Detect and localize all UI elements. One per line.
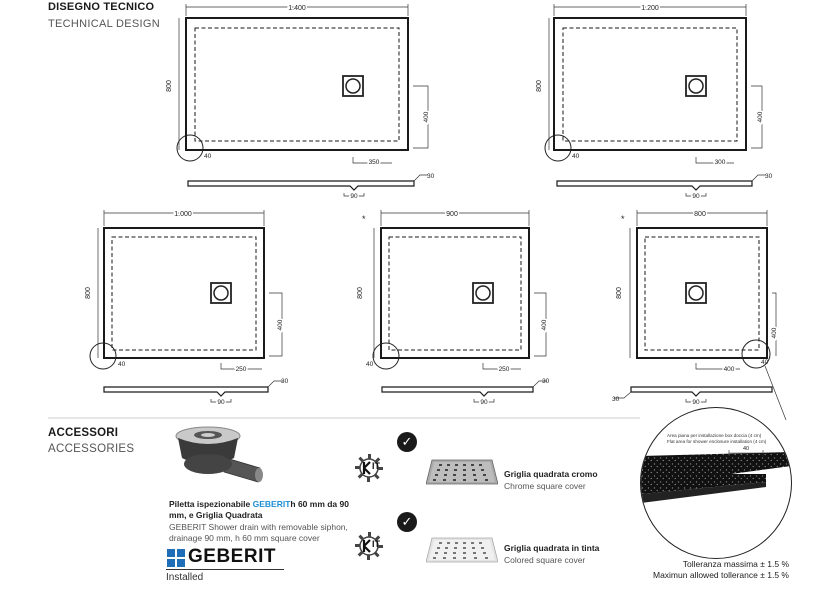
svg-text:800: 800 <box>357 287 364 299</box>
kit-icon: IT <box>354 531 384 561</box>
detail-zoom: Area piana per installazione box doccia … <box>640 407 792 559</box>
svg-text:30: 30 <box>612 396 620 403</box>
svg-text:*: * <box>362 214 366 224</box>
svg-text:250: 250 <box>236 366 247 373</box>
svg-text:30: 30 <box>542 378 550 385</box>
drawing-800: * 800 800 40 400 400 30 90 <box>612 210 787 420</box>
svg-text:30: 30 <box>427 173 435 180</box>
drain-product-image <box>175 426 263 483</box>
section-subtitle-accessories: ACCESSORIES <box>48 443 135 455</box>
dim-height: 800 <box>166 80 173 92</box>
svg-text:90: 90 <box>217 399 225 406</box>
svg-text:800: 800 <box>536 80 543 92</box>
colored-cover-image <box>426 537 498 563</box>
dim-width: 1.400 <box>288 5 306 12</box>
section-title-accessories: ACCESSORI <box>48 427 119 439</box>
svg-text:400: 400 <box>277 319 284 330</box>
svg-text:800: 800 <box>85 287 92 299</box>
svg-text:30: 30 <box>281 378 289 385</box>
geberit-logo-icon <box>167 549 185 567</box>
svg-text:300: 300 <box>715 159 726 166</box>
svg-text:400: 400 <box>757 111 764 122</box>
chrome-cover-image <box>426 459 498 485</box>
svg-text:400: 400 <box>724 366 735 373</box>
svg-text:40: 40 <box>366 361 374 368</box>
svg-text:40: 40 <box>118 361 126 368</box>
geberit-inline-brand: GEBERIT <box>252 499 291 509</box>
chrome-cover-title: Griglia quadrata cromo <box>504 469 598 479</box>
kit-icon: IT <box>354 453 384 483</box>
installed-label: Installed <box>166 572 204 583</box>
svg-text:800: 800 <box>694 211 706 218</box>
svg-text:90: 90 <box>350 193 358 200</box>
geberit-logo: GEBERIT <box>166 546 284 568</box>
svg-text:900: 900 <box>446 211 458 218</box>
svg-text:400: 400 <box>541 319 548 330</box>
colored-cover-title: Griglia quadrata in tinta <box>504 543 600 553</box>
drawing-1000: 1.000 800 40 250 400 30 90 <box>85 210 289 408</box>
svg-text:*: * <box>621 214 625 224</box>
check-icon: ✓ <box>397 512 417 532</box>
tolerance-note: Tolleranza massima ± 1.5 %Maximun allowe… <box>652 559 789 580</box>
svg-text:30: 30 <box>765 173 773 180</box>
svg-text:90: 90 <box>480 399 488 406</box>
svg-text:400: 400 <box>423 111 430 122</box>
svg-text:40: 40 <box>761 359 769 366</box>
svg-text:90: 90 <box>692 399 700 406</box>
svg-text:250: 250 <box>499 366 510 373</box>
section-title-design: DISEGNO TECNICO <box>48 1 155 13</box>
colored-cover-desc: Colored square cover <box>504 555 586 565</box>
svg-text:1.000: 1.000 <box>174 211 192 218</box>
section-subtitle-design: TECHNICAL DESIGN <box>48 18 160 30</box>
chrome-cover-desc: Chrome square cover <box>504 481 586 491</box>
drain-title: Piletta ispezionabile GEBERITh 60 mm da … <box>169 499 349 520</box>
drawing-900: * 900 800 40 250 400 30 90 <box>357 210 550 408</box>
technical-drawings: 1.400 800 40 350 400 30 90 1.200 800 40 … <box>48 4 787 420</box>
svg-text:800: 800 <box>616 287 623 299</box>
svg-text:40: 40 <box>572 153 580 160</box>
svg-text:350: 350 <box>369 159 380 166</box>
drawing-1400: 1.400 800 40 350 400 30 90 <box>166 4 435 202</box>
svg-text:1.200: 1.200 <box>641 5 659 12</box>
detail-dim: 40 <box>743 446 750 452</box>
check-icon: ✓ <box>397 432 417 452</box>
drain-description: GEBERIT Shower drain with removable siph… <box>169 522 348 543</box>
svg-text:90: 90 <box>692 193 700 200</box>
drawing-1200: 1.200 800 40 300 400 30 90 <box>536 4 773 202</box>
detail-note: Area piana per installazione box doccia … <box>667 433 767 444</box>
svg-text:400: 400 <box>771 327 778 338</box>
dim-edge: 40 <box>204 153 212 160</box>
